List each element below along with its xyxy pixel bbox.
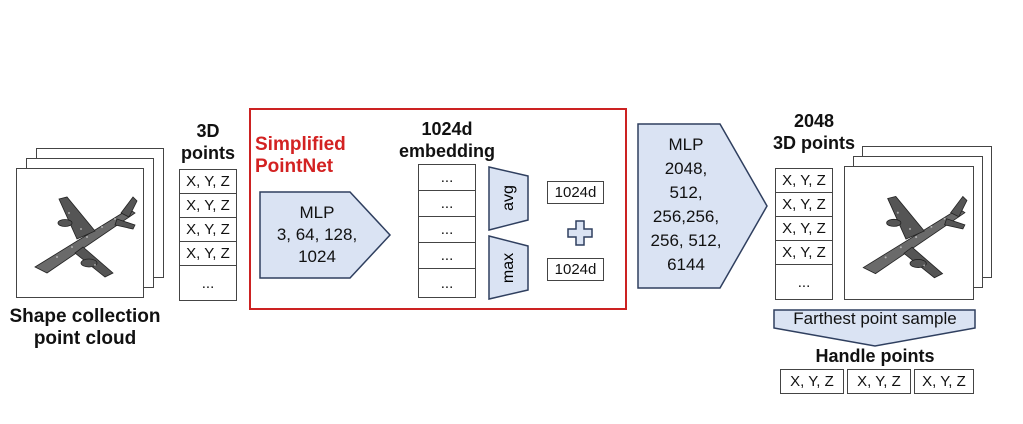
embedding-cell: ...	[418, 164, 476, 191]
output-row: X, Y, Z	[775, 216, 833, 241]
embedding-title-line2: embedding	[398, 141, 495, 161]
output-row: ...	[775, 264, 833, 300]
points3d-row: X, Y, Z	[179, 193, 237, 218]
encoder-mlp-shape	[259, 191, 392, 279]
max-pool-label: max	[500, 253, 517, 283]
handle-point: X, Y, Z	[847, 369, 911, 394]
points3d-row: X, Y, Z	[179, 217, 237, 242]
encoder-mlp-line3: 1024	[298, 247, 336, 266]
input-caption-line2: point cloud	[33, 328, 137, 349]
handle-point: X, Y, Z	[914, 369, 974, 394]
output-title: 2048 3D points	[764, 110, 864, 154]
encoder-mlp-line1: MLP	[299, 203, 335, 222]
output-row: X, Y, Z	[775, 168, 833, 193]
plus-icon	[567, 220, 593, 246]
pointnet-box	[249, 108, 627, 310]
input-caption-line1: Shape collection	[9, 306, 161, 327]
avg-pool-label: avg	[500, 185, 517, 211]
embedding-cell: ...	[418, 190, 476, 217]
encoder-mlp-text: MLP 3, 64, 128, 1024	[258, 202, 376, 268]
encoder-mlp-line2: 3, 64, 128,	[276, 225, 358, 244]
fps-label: Farthest point sample	[793, 309, 957, 328]
output-row: X, Y, Z	[775, 192, 833, 217]
decoder-line: 256,256,	[652, 207, 720, 226]
pointnet-title-line1: Simplified	[255, 134, 346, 155]
decoder-line: 6144	[667, 255, 705, 274]
feature-avg-box: 1024d	[547, 181, 604, 204]
points3d-row: X, Y, Z	[179, 169, 237, 194]
airplane-point-cloud-icon	[34, 196, 138, 278]
airplane-point-cloud-icon	[862, 195, 968, 279]
pooling-shapes: avg max	[488, 166, 529, 300]
points3d-title-line1: 3D	[196, 121, 220, 141]
pointnet-title: Simplified PointNet	[255, 134, 355, 178]
input-sheet-front	[16, 168, 144, 298]
input-caption: Shape collection point cloud	[0, 306, 170, 350]
max-pool-shape	[488, 235, 529, 300]
embedding-cell: ...	[418, 216, 476, 243]
decoder-mlp-shape	[637, 123, 768, 289]
output-title-line2: 3D points	[772, 133, 855, 153]
handle-point: X, Y, Z	[780, 369, 844, 394]
feature-max-box: 1024d	[547, 258, 604, 281]
decoder-line: 2048,	[664, 159, 708, 178]
fps-shape	[773, 309, 976, 347]
decoder-line: 256, 512,	[650, 231, 722, 250]
embedding-cell: ...	[418, 268, 476, 298]
output-sheet-front	[844, 166, 974, 300]
decoder-line: MLP	[668, 135, 704, 154]
avg-pool-shape	[488, 166, 529, 231]
points3d-title-line2: points	[181, 143, 235, 163]
embedding-cell: ...	[418, 242, 476, 269]
decoder-mlp-text: MLP 2048, 512, 256,256, 256, 512, 6144	[636, 133, 736, 277]
embedding-title: 1024d embedding	[392, 118, 502, 162]
points3d-row: X, Y, Z	[179, 241, 237, 266]
points3d-row: ...	[179, 265, 237, 301]
output-row: X, Y, Z	[775, 240, 833, 265]
decoder-line: 512,	[669, 183, 703, 202]
handle-points-title: Handle points	[815, 346, 935, 366]
embedding-title-line1: 1024d	[421, 119, 473, 139]
output-title-line1: 2048	[793, 111, 835, 131]
points3d-title: 3D points	[178, 120, 238, 164]
pointnet-title-line2: PointNet	[255, 156, 334, 177]
